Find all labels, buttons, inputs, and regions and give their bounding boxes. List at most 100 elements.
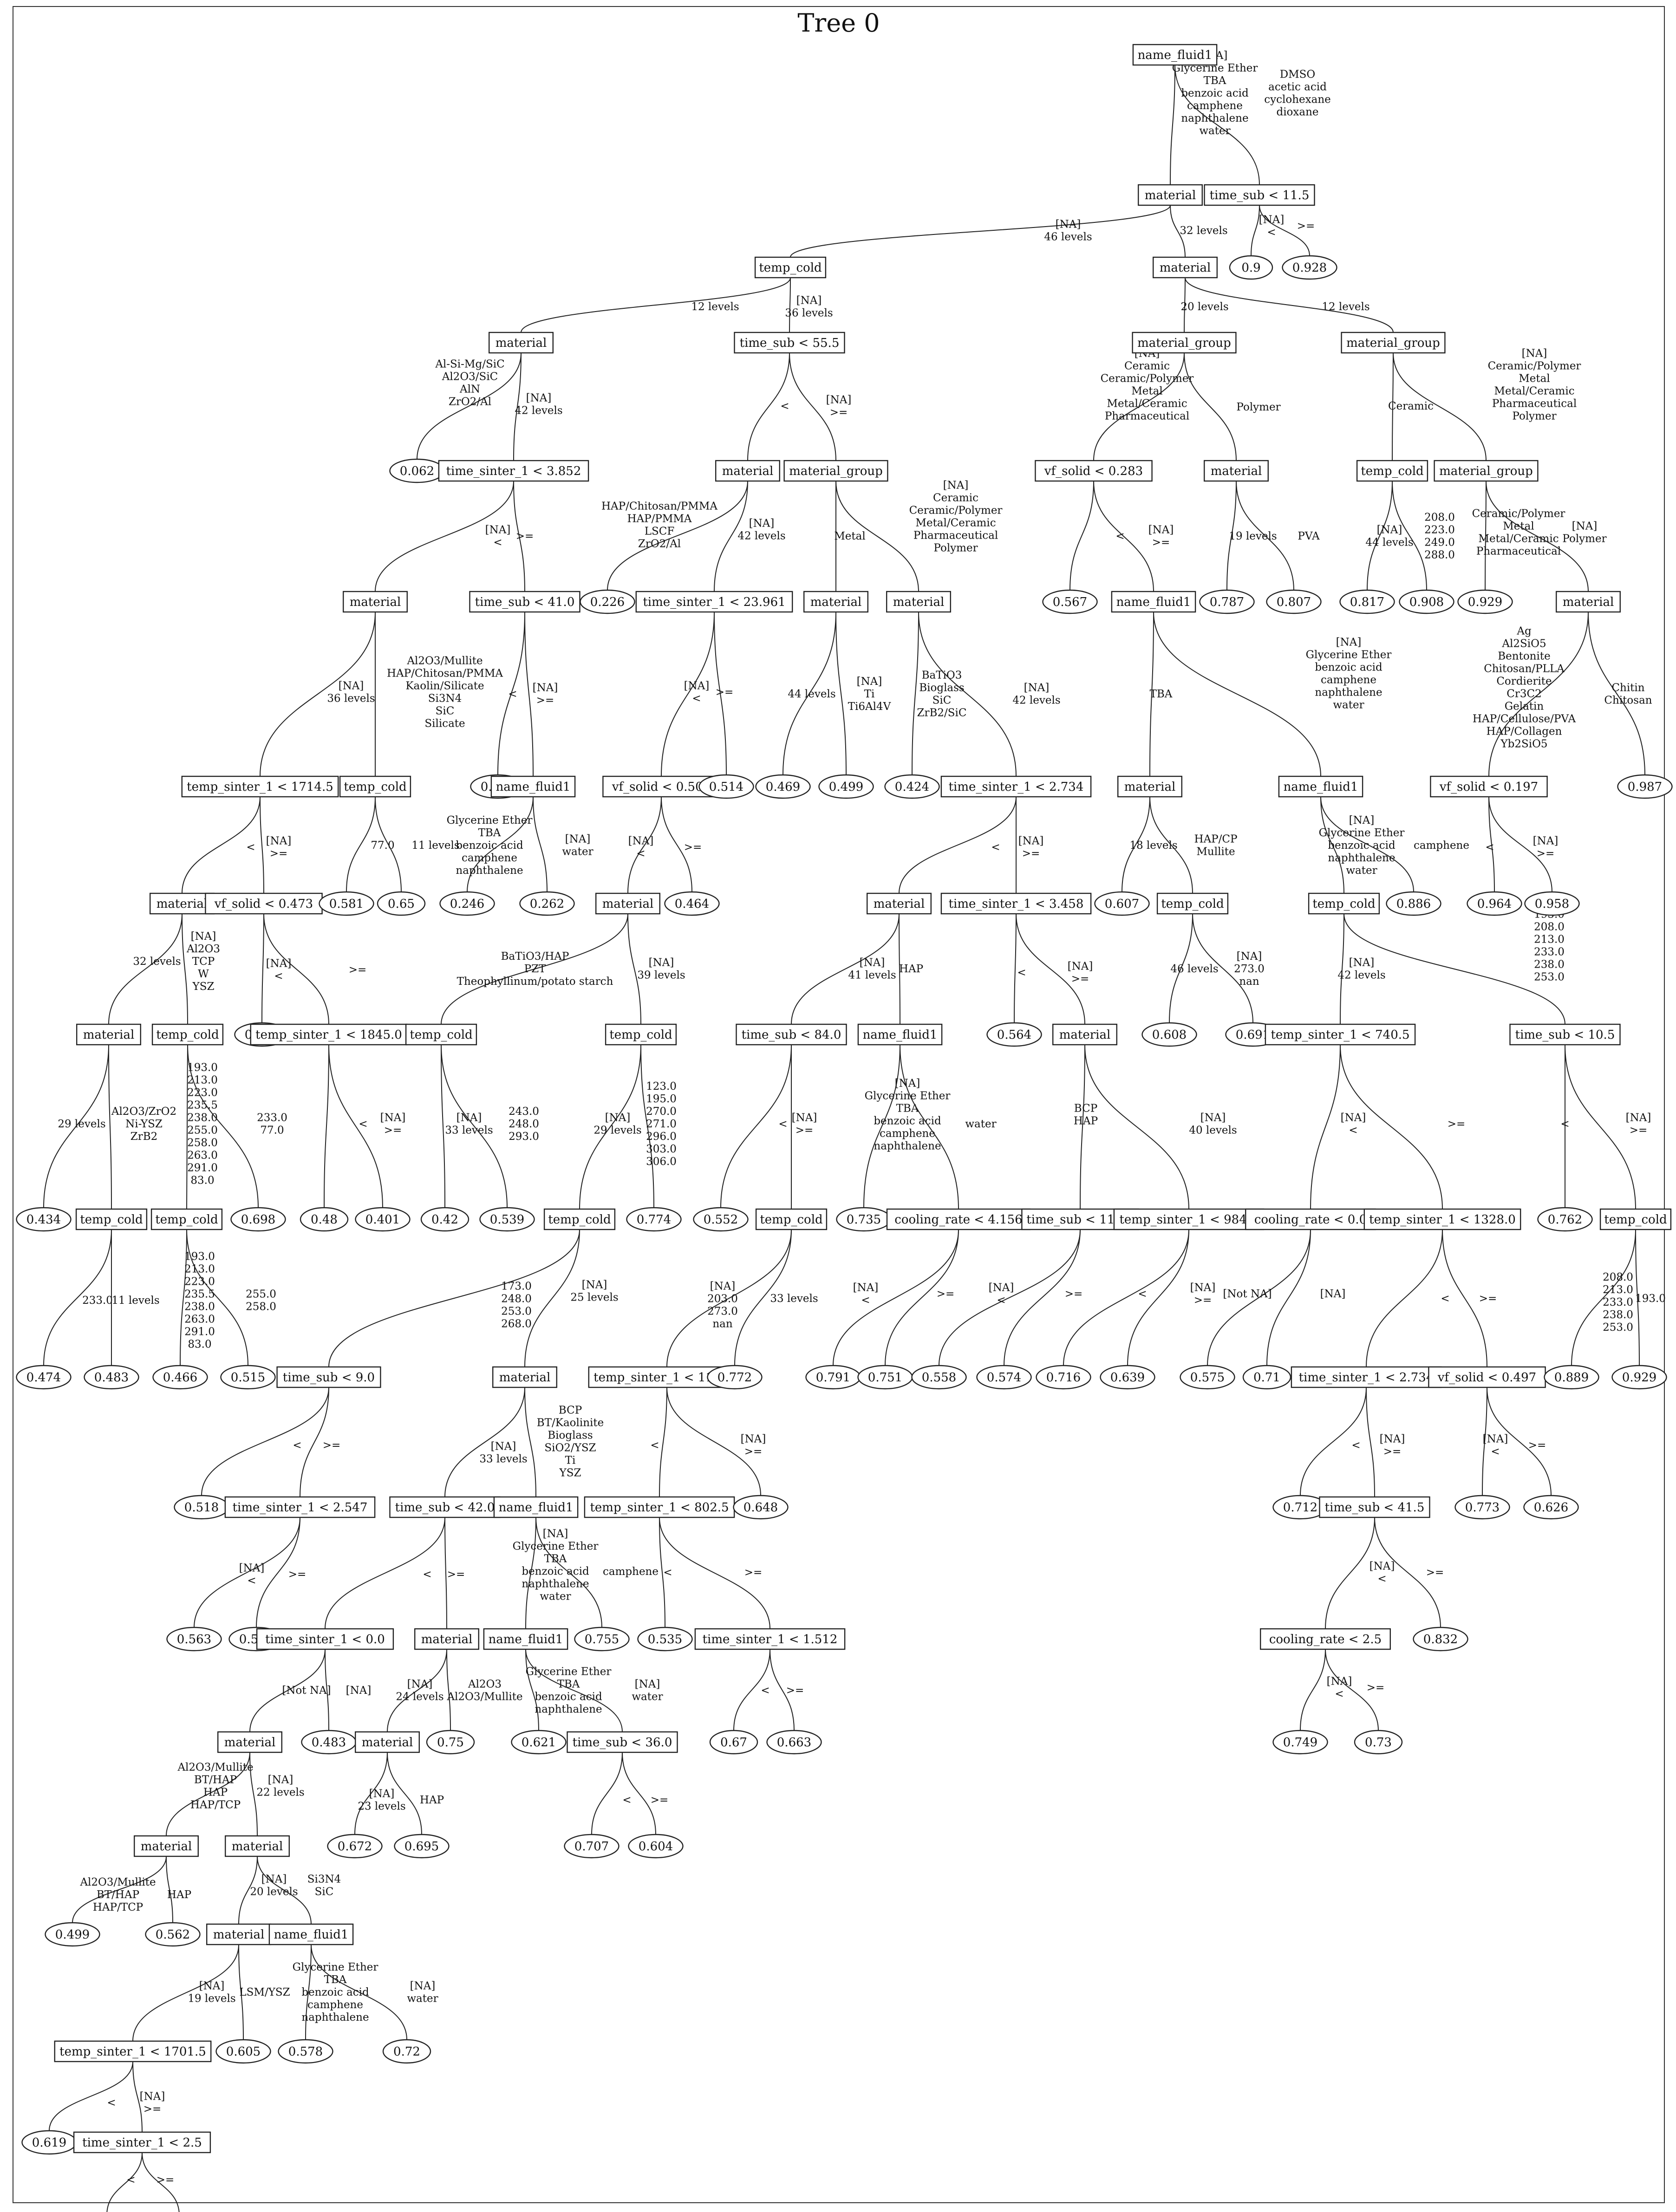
edge-label: [NA]41 levels bbox=[848, 957, 896, 982]
leaf-node-ellipse bbox=[355, 1207, 411, 1232]
edge-label: [NA]20 levels bbox=[250, 1874, 298, 1898]
split-node: temp_sinter_1 < 740.5 bbox=[1265, 1023, 1416, 1046]
edge-n57-n73 bbox=[1016, 913, 1085, 1025]
split-node-box bbox=[1259, 1628, 1391, 1650]
leaf-node-value: 0.607 bbox=[1105, 897, 1139, 911]
leaf-node-value: 0.889 bbox=[1554, 1371, 1589, 1385]
edge-label-line: water bbox=[540, 1591, 571, 1603]
leaf-node-value: 0.469 bbox=[766, 780, 800, 794]
edge-label-line: naphthalene bbox=[301, 2011, 369, 2023]
leaf-node-ellipse bbox=[152, 1365, 208, 1390]
edge-label-line: HAP bbox=[167, 1889, 191, 1901]
leaf-node-value: 0.716 bbox=[1046, 1371, 1081, 1385]
edge-n121-n132 bbox=[525, 1517, 536, 1629]
leaf-node-ellipse bbox=[420, 1207, 470, 1232]
edge-label: [NA]>= bbox=[1380, 1433, 1405, 1458]
split-node: name_fluid1 bbox=[490, 775, 576, 798]
split-node-label: vf_solid < 0.473 bbox=[214, 897, 313, 911]
split-node-label: time_sinter_1 < 3.852 bbox=[446, 464, 581, 478]
split-node: material bbox=[492, 1366, 557, 1388]
edge-label-line: BT/HAP bbox=[97, 1889, 139, 1901]
edge-n2-n6 bbox=[790, 205, 1171, 258]
leaf-node-value: 0.434 bbox=[26, 1213, 61, 1227]
split-node: time_sinter_1 < 2.5 bbox=[73, 2131, 211, 2153]
leaf-node: 0.483 bbox=[84, 1365, 139, 1390]
leaf-node-ellipse bbox=[45, 1922, 100, 1947]
edge-n77-n97 bbox=[1565, 1044, 1636, 1210]
split-node-box bbox=[754, 256, 827, 279]
split-node-box bbox=[250, 1023, 408, 1046]
split-node-label: time_sinter_1 < 2.734 bbox=[1299, 1371, 1434, 1385]
edge-n24-n41 bbox=[835, 612, 847, 775]
split-node: cooling_rate < 2.5 bbox=[1259, 1628, 1391, 1650]
edge-label-line: Metal bbox=[1131, 385, 1162, 397]
edge-label: [NA]< bbox=[684, 680, 710, 705]
edge-label-line: HAP bbox=[899, 963, 923, 975]
edge-label: 12 levels bbox=[1322, 301, 1369, 313]
edge-n54-n68 bbox=[441, 913, 628, 1025]
edge-n56-n71 bbox=[899, 913, 900, 1025]
leaf-node-ellipse bbox=[1100, 1365, 1155, 1390]
edge-n143-n152 bbox=[591, 1752, 623, 1835]
split-node-label: temp_sinter_1 < 802.5 bbox=[590, 1501, 729, 1515]
leaf-node-value: 0.707 bbox=[574, 1840, 609, 1854]
leaf-node-ellipse bbox=[426, 1730, 475, 1755]
leaf-node: 0.72 bbox=[382, 2039, 431, 2064]
edge-label: [NA]>= bbox=[266, 835, 292, 860]
leaf-node: 0.787 bbox=[1199, 589, 1255, 614]
split-node: temp_cold bbox=[1308, 892, 1380, 915]
leaf-node: 0.755 bbox=[574, 1626, 630, 1652]
edge-label-line: naphthalene bbox=[1315, 687, 1382, 699]
leaf-node-value: 0.751 bbox=[868, 1371, 902, 1385]
edge-n9-n15 bbox=[789, 352, 836, 461]
edge-label: [NA]19 levels bbox=[188, 1980, 235, 2005]
split-node-box bbox=[783, 460, 888, 482]
split-node: material bbox=[1117, 775, 1182, 798]
edge-label-line: >= bbox=[684, 841, 702, 853]
edge-label-line: 36 levels bbox=[327, 693, 375, 705]
edge-label-line: Ti6Al4V bbox=[848, 701, 891, 713]
edge-label-line: Polymer bbox=[933, 542, 978, 554]
edge-label: < bbox=[126, 2174, 135, 2186]
edge-n46-n62 bbox=[1488, 796, 1495, 892]
edge-label: >= bbox=[516, 530, 534, 542]
split-node-box bbox=[73, 2131, 211, 2153]
edge-label: [NA]42 levels bbox=[737, 518, 785, 542]
split-node-box bbox=[488, 332, 554, 354]
leaf-node: 0.75 bbox=[426, 1730, 475, 1755]
edge-label-line: Theophyllinum/potato starch bbox=[457, 976, 613, 988]
edge-n92-n109 bbox=[1004, 1229, 1081, 1366]
edge-n69-n87 bbox=[640, 1044, 654, 1208]
edge-label: >= bbox=[1297, 220, 1315, 232]
edge-label-line: [NA] bbox=[266, 835, 292, 847]
leaf-node-ellipse bbox=[1036, 1365, 1091, 1390]
edge-label-line: < bbox=[692, 693, 701, 705]
split-node-label: time_sinter_1 < 1.512 bbox=[703, 1633, 838, 1646]
edge-label-line: HAP bbox=[1074, 1115, 1098, 1127]
split-node: vf_solid < 0.283 bbox=[1035, 460, 1153, 482]
edge-label: >= bbox=[288, 1568, 307, 1581]
split-node-label: temp_sinter_1 < 1328.0 bbox=[1369, 1213, 1516, 1227]
leaf-node-value: 0.832 bbox=[1423, 1633, 1458, 1646]
leaf-node-value: 0.401 bbox=[365, 1213, 400, 1227]
split-node-label: time_sub < 11.5 bbox=[1210, 189, 1310, 202]
edge-label-line: < bbox=[1115, 530, 1124, 542]
leaf-node: 0.774 bbox=[626, 1207, 682, 1232]
leaf-node-value: 0.772 bbox=[717, 1371, 752, 1385]
split-node-box bbox=[217, 1731, 283, 1753]
leaf-node: 0.958 bbox=[1524, 891, 1580, 916]
split-node-label: name_fluid1 bbox=[1138, 48, 1213, 62]
edge-label: 32 levels bbox=[1180, 225, 1227, 237]
edge-label-line: 233.0 bbox=[1603, 1296, 1633, 1308]
leaf-node: 0.563 bbox=[166, 1626, 222, 1652]
split-node: time_sub < 41.5 bbox=[1319, 1496, 1430, 1518]
edge-n149-n156 bbox=[238, 1856, 258, 1925]
edge-label: [NA] bbox=[346, 1685, 372, 1697]
leaf-node-value: 0.639 bbox=[1110, 1371, 1145, 1385]
